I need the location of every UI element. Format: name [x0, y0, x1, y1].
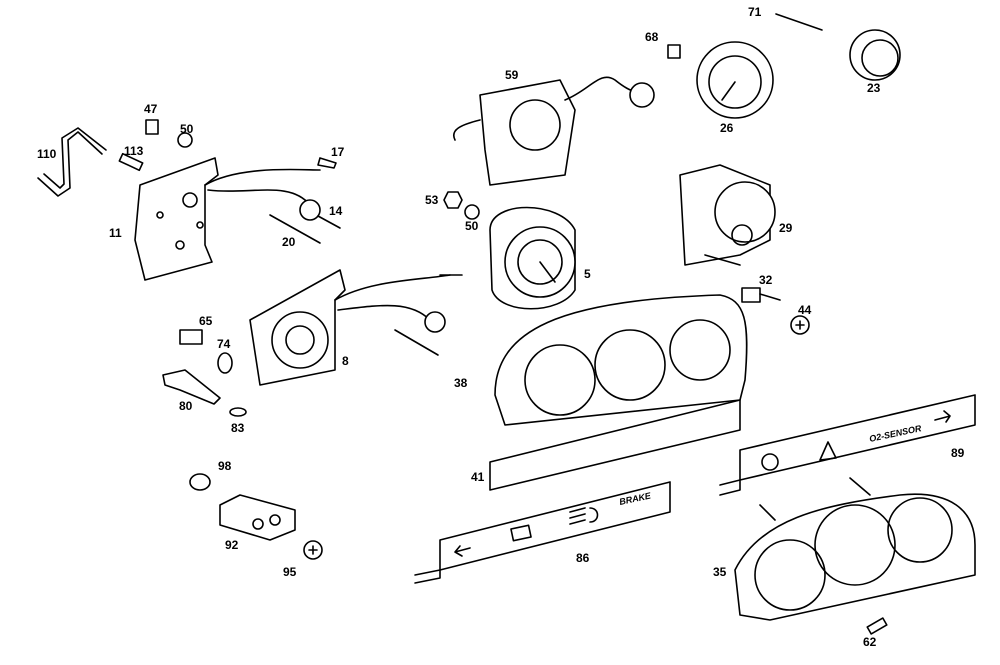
- callout-68: 68: [645, 30, 659, 44]
- callout-50: 50: [180, 122, 194, 136]
- part-98-clip: [189, 473, 211, 491]
- part-wiring-harness: [204, 168, 321, 206]
- part-71-shaft: [775, 13, 823, 31]
- callout-14: 14: [329, 204, 343, 218]
- callout-8: 8: [342, 354, 349, 368]
- part-17-bulb: [317, 157, 337, 169]
- callout-110: 110: [37, 147, 57, 161]
- part-53-nut: [443, 191, 463, 209]
- callout-29: 29: [779, 221, 793, 235]
- callout-26: 26: [720, 121, 734, 135]
- callout-53: 53: [425, 193, 439, 207]
- callout-80: 80: [179, 399, 193, 413]
- callout-20: 20: [282, 235, 296, 249]
- warning-triangle-icon: [819, 441, 837, 461]
- callout-35: 35: [713, 565, 727, 579]
- part-50-washer-b: [464, 204, 480, 220]
- part-38-cluster-housing: [494, 294, 748, 426]
- callout-38: 38: [454, 376, 468, 390]
- callout-50-b: 50: [465, 219, 479, 233]
- battery-icon: [510, 524, 532, 542]
- part-68-screw: [667, 44, 681, 59]
- part-89-warning-panel: [739, 394, 976, 481]
- part-35-front-housing: [734, 493, 976, 621]
- part-11-circuit-plate: [134, 157, 219, 281]
- callout-71: 71: [748, 5, 762, 19]
- part-47-screw: [145, 119, 159, 135]
- callout-113: 113: [124, 144, 144, 158]
- callout-11: 11: [109, 226, 122, 240]
- callout-44: 44: [798, 303, 812, 317]
- callout-59: 59: [505, 68, 519, 82]
- part-50-washer: [177, 132, 193, 148]
- callout-89: 89: [951, 446, 965, 460]
- arrow-right-icon: [934, 410, 951, 423]
- part-92-module: [219, 494, 296, 541]
- callout-41: 41: [471, 470, 485, 484]
- callout-83: 83: [231, 421, 245, 435]
- arrow-left-icon: [454, 545, 471, 557]
- callout-62: 62: [863, 635, 877, 649]
- part-41-strip: [489, 399, 741, 491]
- callout-65: 65: [199, 314, 213, 328]
- callout-32: 32: [759, 273, 773, 287]
- callout-74: 74: [217, 337, 231, 351]
- callout-92: 92: [225, 538, 239, 552]
- part-86-indicator-panel: [439, 481, 671, 571]
- part-113-pin: [118, 152, 144, 172]
- callout-95: 95: [283, 565, 297, 579]
- part-20-shaft: [269, 214, 321, 244]
- part-23-gauge: [849, 29, 901, 81]
- callout-17: 17: [331, 145, 345, 159]
- callout-23: 23: [867, 81, 881, 95]
- part-74-bulb: [217, 352, 233, 374]
- callout-98: 98: [218, 459, 232, 473]
- part-14-bulb-socket: [299, 199, 321, 221]
- part-83-bulb: [229, 407, 247, 417]
- callout-47: 47: [144, 102, 158, 116]
- callout-86: 86: [576, 551, 590, 565]
- part-110-crank: [37, 127, 107, 197]
- part-32-socket: [741, 287, 761, 303]
- part-65-socket: [179, 329, 203, 345]
- callout-5: 5: [584, 267, 591, 281]
- brake-circle-icon: [761, 453, 779, 471]
- part-62-bulb: [866, 617, 888, 635]
- part-80-socket: [162, 369, 221, 405]
- headlight-icon: [569, 507, 599, 525]
